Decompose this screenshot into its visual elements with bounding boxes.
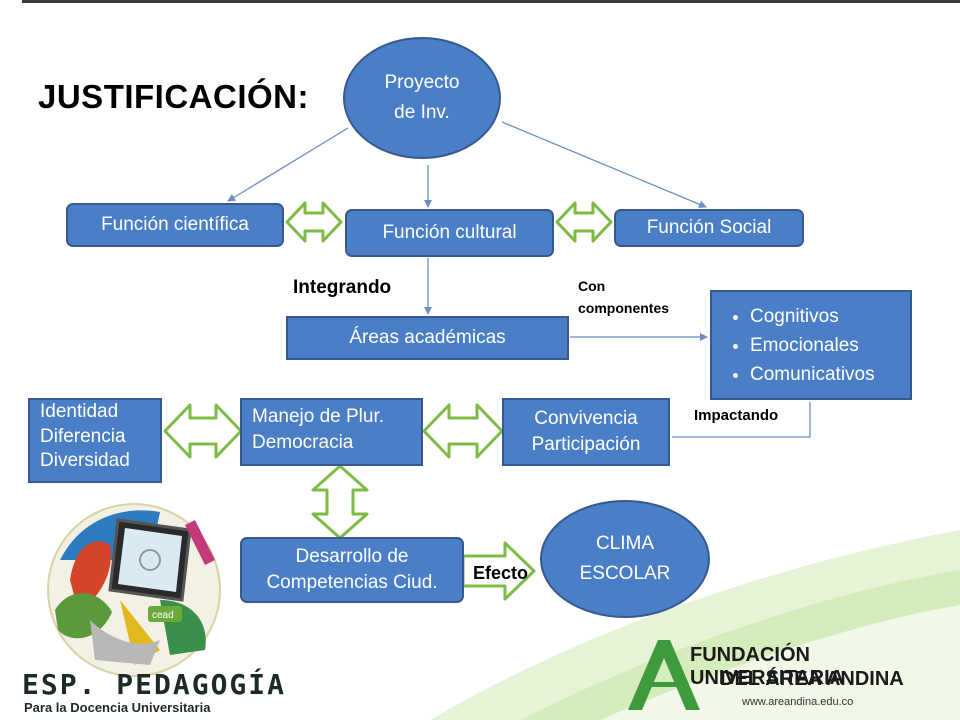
page-title: JUSTIFICACIÓN: bbox=[38, 78, 309, 115]
connector-componentes-convivencia bbox=[672, 402, 811, 438]
node-funcion-cientifica: Función científica bbox=[66, 203, 284, 247]
node-proyecto: Proyecto de Inv. bbox=[343, 37, 501, 159]
arrow-efecto bbox=[461, 541, 536, 601]
connector-proyecto-cientifica bbox=[227, 127, 349, 202]
fundacion-website: www.areandina.edu.co bbox=[742, 696, 854, 708]
node-manejo: Manejo de Plur. Democracia bbox=[240, 398, 423, 466]
node-funcion-social: Función Social bbox=[614, 209, 804, 247]
esp-pedagogia-title: ESP. PEDAGOGÍA bbox=[22, 668, 287, 701]
label-impactando: Impactando bbox=[694, 407, 779, 424]
node-identidad: Identidad Diferencia Diversidad bbox=[28, 398, 162, 483]
esp-pedagogia-subtitle: Para la Docencia Universitaria bbox=[24, 700, 211, 715]
label-con-componentes: Con componentes bbox=[578, 278, 670, 316]
componente-item: Comunicativos bbox=[750, 360, 910, 389]
componente-item: Cognitivos bbox=[750, 302, 910, 331]
label-efecto: Efecto bbox=[473, 563, 529, 583]
top-rule bbox=[22, 0, 960, 3]
node-funcion-cultural: Función cultural bbox=[345, 209, 554, 257]
node-areas-academicas: Áreas académicas bbox=[286, 316, 569, 360]
node-clima-escolar: CLIMA ESCOLAR bbox=[540, 500, 710, 618]
double-arrow-cientifica-cultural bbox=[285, 201, 343, 243]
connector-proyecto-social bbox=[501, 121, 707, 208]
fundacion-name-line2: DEL ÁREA ANDINA bbox=[720, 668, 904, 690]
componente-item: Emocionales bbox=[750, 331, 910, 360]
node-convivencia: Convivencia Participación bbox=[502, 398, 670, 466]
node-componentes-list: Cognitivos Emocionales Comunicativos bbox=[710, 290, 912, 400]
double-arrow-cultural-social bbox=[555, 201, 613, 243]
logo-badge-text: cead bbox=[152, 610, 174, 621]
fundacion-name-line1: FUNDACIÓN UNIVERSITARIA bbox=[690, 644, 845, 689]
node-desarrollo: Desarrollo de Competencias Ciud. bbox=[240, 537, 464, 603]
label-integrando: Integrando bbox=[293, 277, 392, 298]
